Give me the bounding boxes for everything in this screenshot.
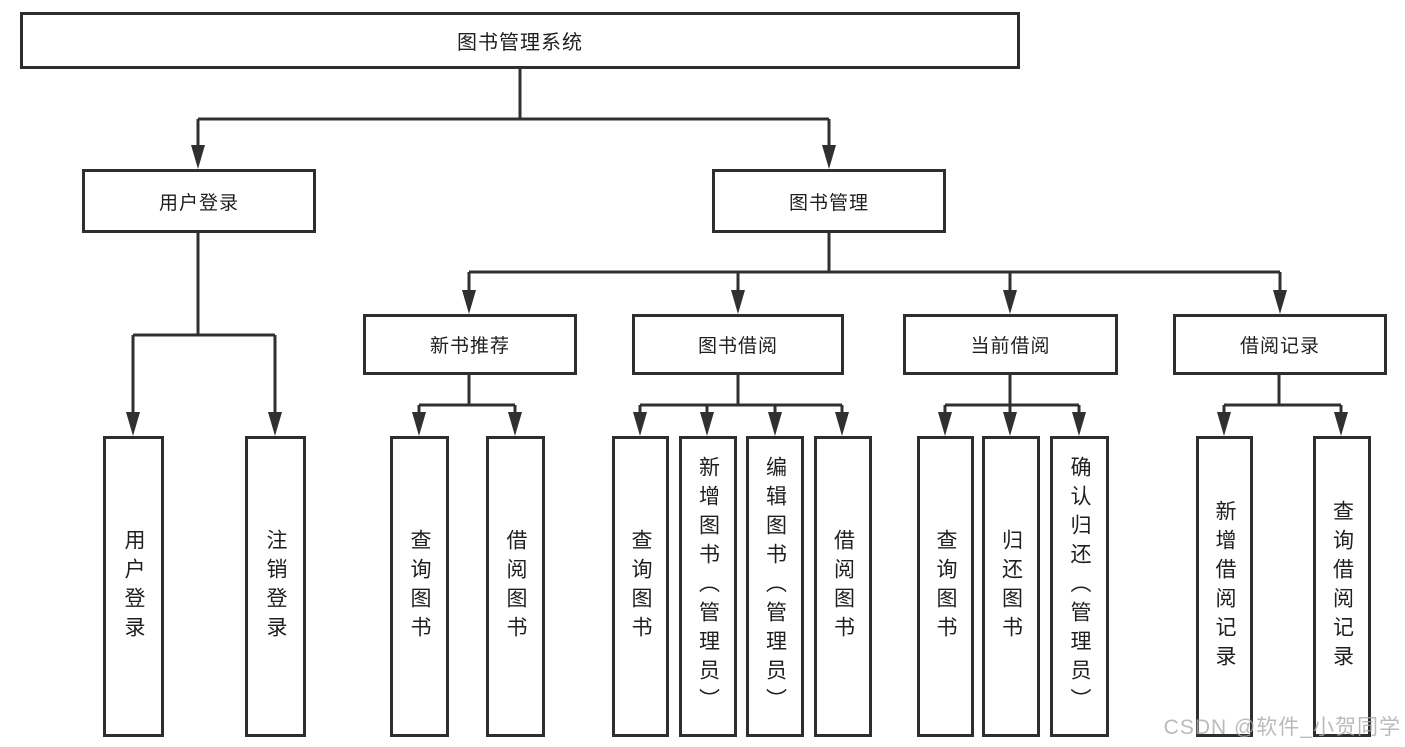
leaf-return-books: 归还图书 bbox=[982, 436, 1040, 737]
node-label: 图书管理系统 bbox=[457, 32, 583, 54]
leaf-user-login: 用户登录 bbox=[103, 436, 164, 737]
leaf-add-books-admin: 新增图书（管理员） bbox=[679, 436, 737, 737]
node-library-system: 图书管理系统 bbox=[20, 12, 1020, 69]
leaf-add-borrow-record: 新增借阅记录 bbox=[1196, 436, 1253, 737]
node-label: 当前借阅 bbox=[970, 336, 1051, 357]
node-label: 借阅记录 bbox=[1239, 336, 1320, 357]
node-book-borrowing: 图书借阅 bbox=[632, 314, 844, 375]
leaf-edit-books-admin: 编辑图书（管理员） bbox=[746, 436, 804, 737]
node-label: 查询图书 bbox=[629, 528, 652, 645]
leaf-query-books-current: 查询图书 bbox=[917, 436, 974, 737]
leaf-borrow-books-recommendation: 借阅图书 bbox=[486, 436, 545, 737]
leaf-confirm-return-admin: 确认归还（管理员） bbox=[1050, 436, 1109, 737]
node-label: 查询图书 bbox=[408, 528, 431, 645]
node-label: 图书管理 bbox=[788, 192, 869, 214]
node-label: 图书借阅 bbox=[697, 336, 778, 357]
leaf-query-borrow-record: 查询借阅记录 bbox=[1313, 436, 1371, 737]
node-user-login: 用户登录 bbox=[82, 169, 316, 233]
node-current-borrowing: 当前借阅 bbox=[903, 314, 1118, 375]
node-label: 借阅图书 bbox=[504, 528, 527, 645]
node-label: 新书推荐 bbox=[429, 336, 510, 357]
node-label: 归还图书 bbox=[999, 528, 1023, 645]
leaf-query-books-borrowing: 查询图书 bbox=[612, 436, 669, 737]
node-label: 用户登录 bbox=[122, 528, 145, 645]
leaf-borrow-books-borrowing: 借阅图书 bbox=[814, 436, 872, 737]
watermark: CSDN @软件_小贺同学 bbox=[1163, 716, 1401, 739]
node-label: 用户登录 bbox=[158, 192, 239, 214]
node-label: 注销登录 bbox=[264, 528, 287, 645]
node-label: 新增图书（管理员） bbox=[696, 456, 720, 717]
node-borrowing-records: 借阅记录 bbox=[1173, 314, 1387, 375]
node-label: 确认归还（管理员） bbox=[1068, 456, 1091, 717]
node-label: 编辑图书（管理员） bbox=[763, 456, 787, 717]
node-label: 查询借阅记录 bbox=[1330, 499, 1354, 674]
node-label: 新增借阅记录 bbox=[1213, 499, 1236, 674]
arrowheads bbox=[126, 145, 1348, 436]
node-label: 查询图书 bbox=[934, 528, 957, 645]
node-label: 借阅图书 bbox=[831, 528, 855, 645]
leaf-logout: 注销登录 bbox=[245, 436, 306, 737]
node-new-book-recommendation: 新书推荐 bbox=[363, 314, 577, 375]
node-book-management: 图书管理 bbox=[712, 169, 946, 233]
leaf-query-books-recommendation: 查询图书 bbox=[390, 436, 449, 737]
